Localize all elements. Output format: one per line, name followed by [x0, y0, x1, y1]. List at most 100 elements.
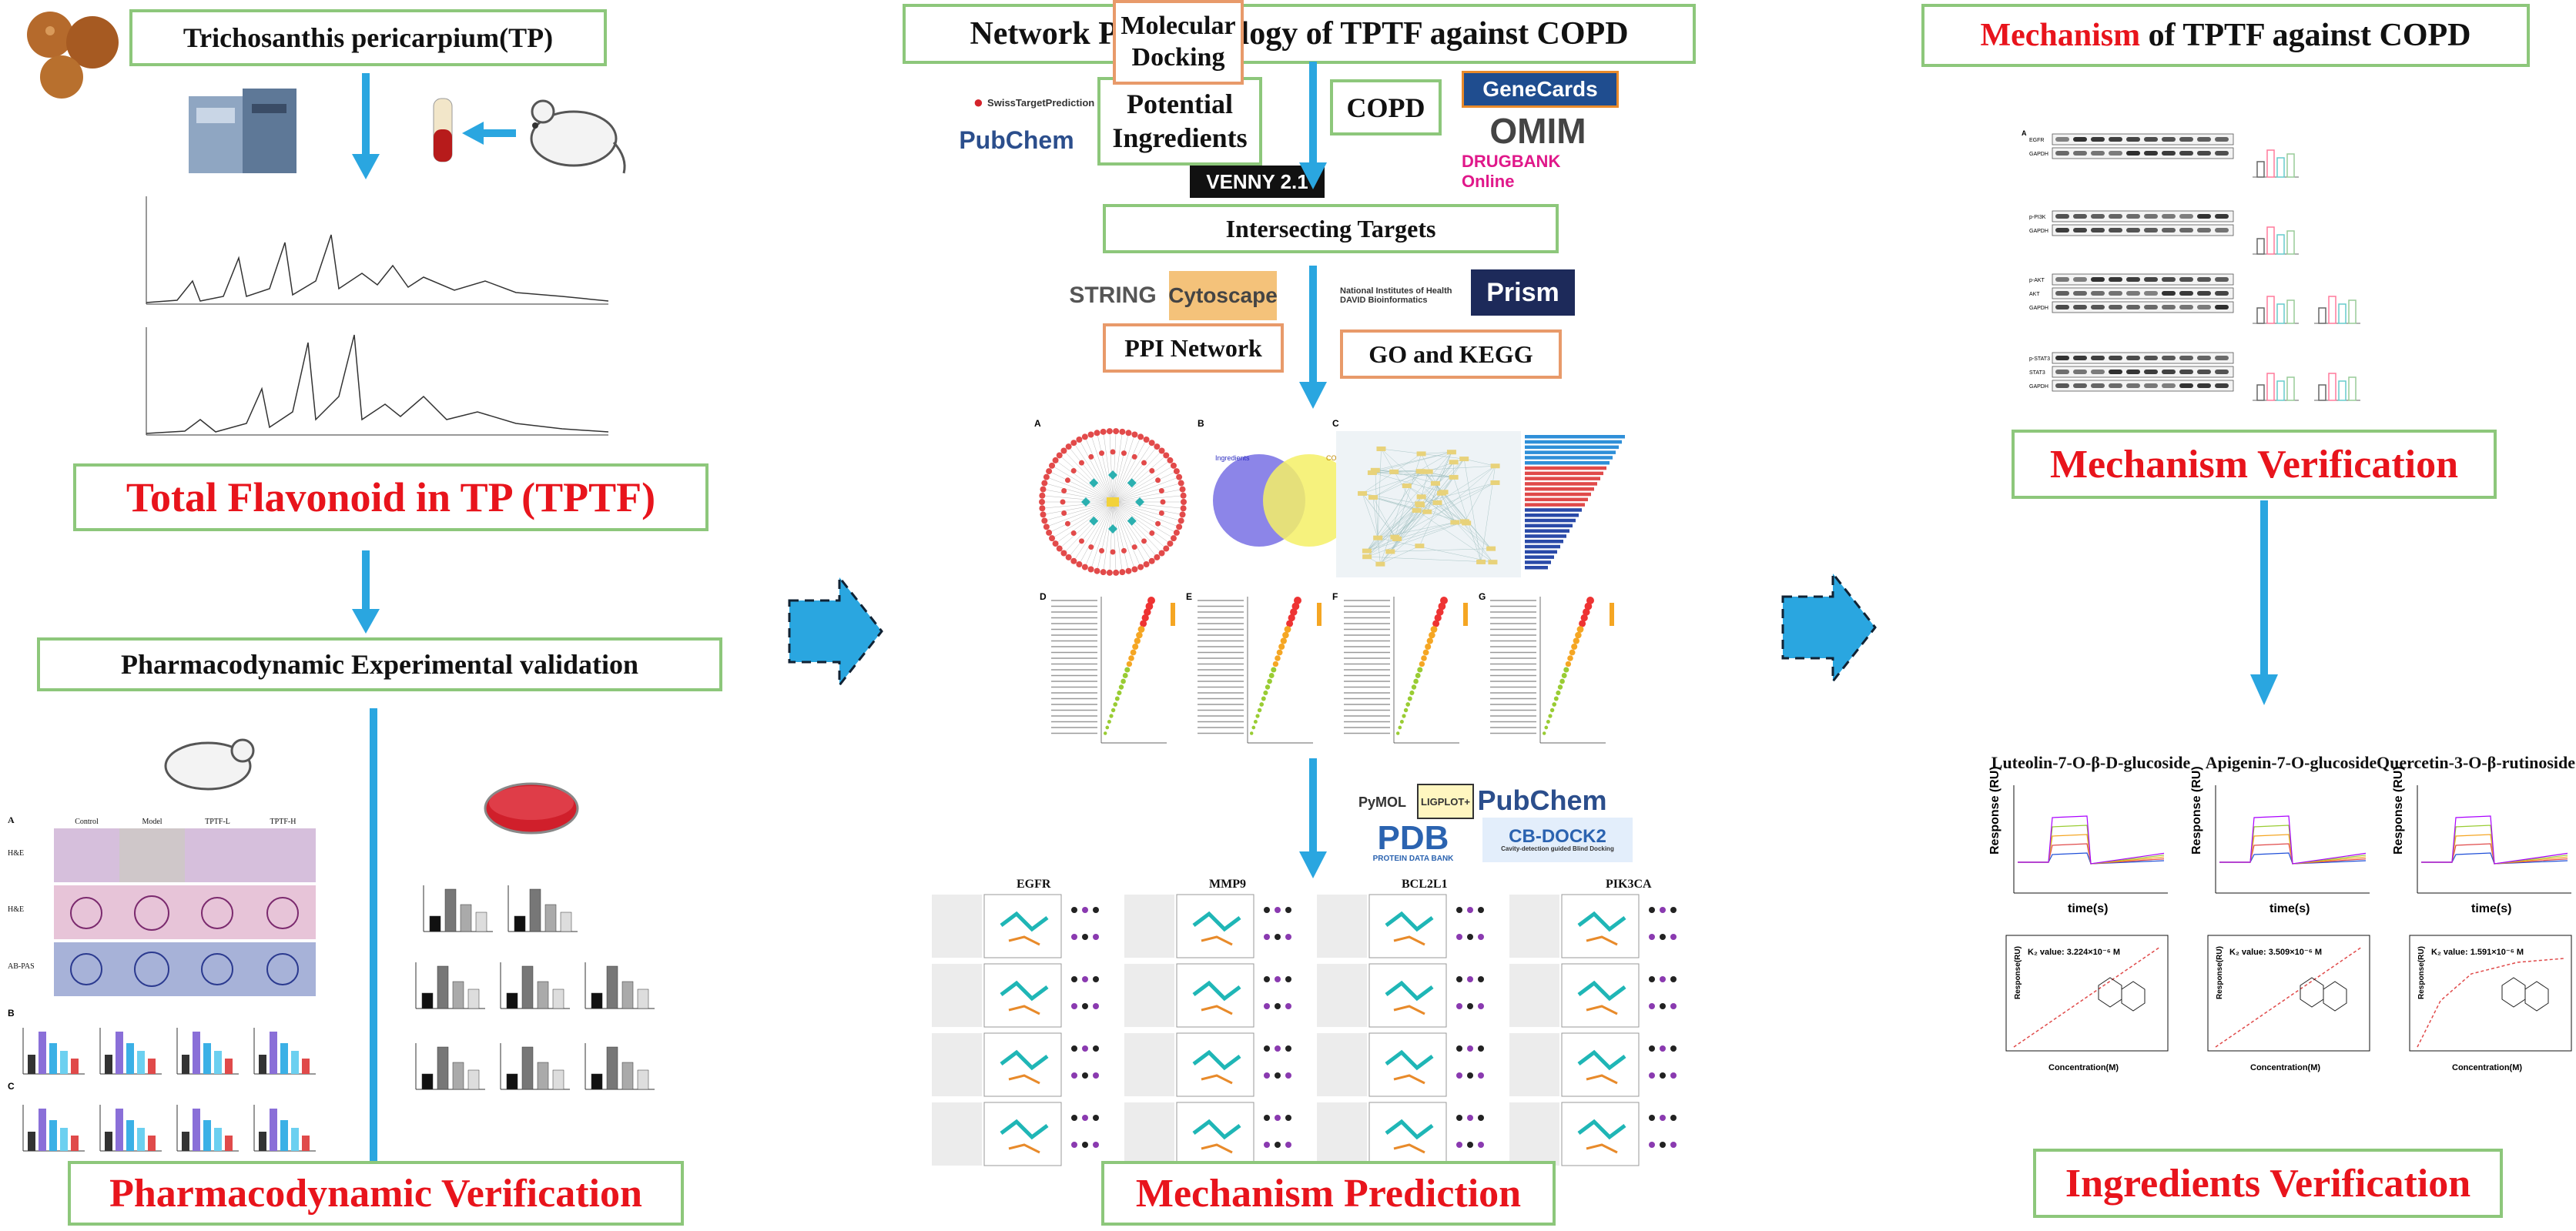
svg-text:EGFR: EGFR	[2029, 138, 2044, 143]
svg-text:p-STAT3: p-STAT3	[2029, 356, 2050, 362]
svg-text:GAPDH: GAPDH	[2029, 306, 2048, 311]
mouse-icon	[530, 99, 626, 174]
mechanism-prediction: Mechanism Prediction	[1135, 1171, 1522, 1216]
pd-verify-title: Pharmacodynamic Verification	[109, 1171, 642, 1216]
network-analysis-figures: A B Ingredients COPD C	[1034, 418, 1625, 577]
spr-title-3: Quercetin-3-O-β-rutinoside	[2376, 753, 2576, 772]
histo-row-he2: H&E	[8, 905, 25, 914]
middle-title-box: Network Pharmacology of TPTF against COP…	[903, 4, 1696, 64]
svg-text:Concentration(M): Concentration(M)	[2452, 1063, 2522, 1072]
big-arrow-right-2	[1781, 570, 1877, 685]
svg-text:p-AKT: p-AKT	[2029, 278, 2045, 283]
histo-row-abpas: AB-PAS	[8, 962, 35, 971]
svg-text:time(s): time(s)	[2471, 902, 2511, 915]
panel-letter-c: C	[8, 1081, 15, 1092]
cytoscape-logo: Cytoscape	[1168, 271, 1278, 320]
arrow-down-right	[2250, 500, 2278, 705]
docking-target-egfr: EGFR	[1017, 878, 1051, 891]
arrow-down-3	[360, 708, 387, 1201]
docking-target-mmp9: MMP9	[1209, 878, 1246, 891]
panel-letter-a: A	[8, 815, 15, 825]
histology-images	[54, 828, 316, 996]
histology-panel: A Control Model TPTF-L TPTF-H H&E H&E AB…	[8, 815, 339, 999]
svg-text:B: B	[1198, 418, 1204, 429]
svg-text:A: A	[1034, 418, 1041, 429]
go-kegg-box: GO and KEGG	[1340, 329, 1562, 379]
tptf-title-box: Total Flavonoid in TP (TPTF)	[73, 463, 708, 531]
svg-text:Concentration(M): Concentration(M)	[2250, 1063, 2320, 1072]
tp-title: Trichosanthis pericarpium(TP)	[183, 22, 554, 53]
spr-title-1: Luteolin-7-O-β-D-glucoside	[1991, 753, 2191, 772]
arrow-down-mid-3	[1299, 758, 1327, 878]
copd: COPD	[1346, 92, 1425, 123]
intersecting-targets: Intersecting Targets	[1225, 214, 1436, 243]
svg-text:Concentration(M): Concentration(M)	[2048, 1063, 2119, 1072]
svg-text:A: A	[2022, 129, 2027, 137]
go-kegg: GO and KEGG	[1368, 340, 1533, 368]
docking-images	[932, 894, 1677, 1166]
svg-text:Response (RU): Response (RU)	[2392, 766, 2405, 855]
docking-target-pik3ca: PIK3CA	[1606, 878, 1652, 891]
svg-text:Response(RU): Response(RU)	[2216, 946, 2224, 999]
docking-grid: EGFR MMP9 BCL2L1 PIK3CA	[932, 878, 1677, 1178]
svg-text:G: G	[1479, 591, 1486, 602]
arrow-down-2	[352, 550, 380, 634]
middle-title: Network Pharmacology of TPTF against COP…	[970, 16, 1629, 52]
pubchem-logo-1: PubChem	[959, 125, 1074, 154]
ligplot-logo: LIGPLOT+	[1417, 784, 1474, 819]
ppi-network-box: PPI Network	[1103, 323, 1284, 373]
pubchem-logo-2: PubChem	[1477, 784, 1607, 816]
svg-text:C: C	[1332, 418, 1339, 429]
spr-title-2: Apigenin-7-O-glucoside	[2205, 753, 2377, 772]
right-title-box: Mechanism of TPTF against COPD	[1921, 4, 2530, 67]
arrow-down-1	[352, 73, 380, 179]
histo-col-control: Control	[75, 818, 99, 826]
svg-text:Response(RU): Response(RU)	[2014, 946, 2022, 999]
enrichment-dot-plots: D E F G	[1040, 591, 1614, 744]
histo-col-model: Model	[142, 818, 162, 826]
cytokine-bar-charts: B C	[8, 1008, 316, 1152]
svg-text:time(s): time(s)	[2068, 902, 2108, 915]
string-logo: STRING	[1069, 283, 1157, 308]
svg-text:Response(RU): Response(RU)	[2417, 946, 2426, 999]
pymol-logo: PyMOL	[1358, 794, 1406, 810]
venn-left-label: Ingredients	[1215, 454, 1250, 462]
ingredients-verify: Ingredients Verification	[2065, 1161, 2471, 1206]
svg-text:F: F	[1332, 591, 1338, 602]
chromatogram-figure	[131, 189, 624, 450]
swiss-logo: ●SwissTargetPrediction	[973, 92, 1095, 112]
docking-target-bcl2l1: BCL2L1	[1402, 878, 1448, 891]
svg-text:E: E	[1186, 591, 1192, 602]
omim-logo: OMIM	[1489, 111, 1586, 151]
svg-text:Response (RU): Response (RU)	[2190, 766, 2203, 855]
big-arrow-right-1	[788, 574, 883, 689]
ppi-network: PPI Network	[1124, 333, 1262, 362]
pd-exp-box: Pharmacodynamic Experimental validation	[37, 637, 722, 691]
svg-text:GAPDH: GAPDH	[2029, 384, 2048, 390]
svg-text:AKT: AKT	[2029, 292, 2040, 297]
panel-letter-b: B	[8, 1008, 15, 1019]
mech-verify: Mechanism Verification	[2049, 442, 2459, 487]
svg-text:K₂ value: 3.224×10⁻⁶ M: K₂ value: 3.224×10⁻⁶ M	[2028, 948, 2120, 957]
svg-text:p-PI3K: p-PI3K	[2029, 215, 2046, 220]
tp-title-box: Trichosanthis pericarpium(TP)	[129, 9, 607, 66]
venny-logo: VENNY 2.1	[1190, 166, 1325, 198]
arrow-down-mid-2	[1299, 266, 1327, 409]
kd-fit-plots: K₂ value: 3.224×10⁻⁶ M Concentration(M) Re…	[2005, 935, 2572, 1072]
svg-text:Response (RU): Response (RU)	[1988, 766, 2002, 855]
genecards-logo: GeneCards	[1462, 71, 1619, 108]
potential-ingredients: Potential Ingredients	[1112, 89, 1248, 153]
molecular-docking-box: Molecular Docking	[1113, 0, 1244, 85]
svg-text:GAPDH: GAPDH	[2029, 152, 2048, 157]
hplc-instrument-icon	[189, 89, 296, 173]
blood-tube-icon	[433, 98, 453, 162]
svg-text:K₂ value: 1.591×10⁻⁶ M: K₂ value: 1.591×10⁻⁶ M	[2431, 948, 2524, 957]
svg-text:D: D	[1040, 591, 1047, 602]
fruit-image	[27, 12, 119, 99]
histo-row-he1: H&E	[8, 849, 25, 858]
ingredients-verify-box: Ingredients Verification	[2033, 1149, 2503, 1218]
pd-exp-title: Pharmacodynamic Experimental validation	[121, 649, 638, 680]
molecular-docking: Molecular Docking	[1121, 12, 1236, 72]
